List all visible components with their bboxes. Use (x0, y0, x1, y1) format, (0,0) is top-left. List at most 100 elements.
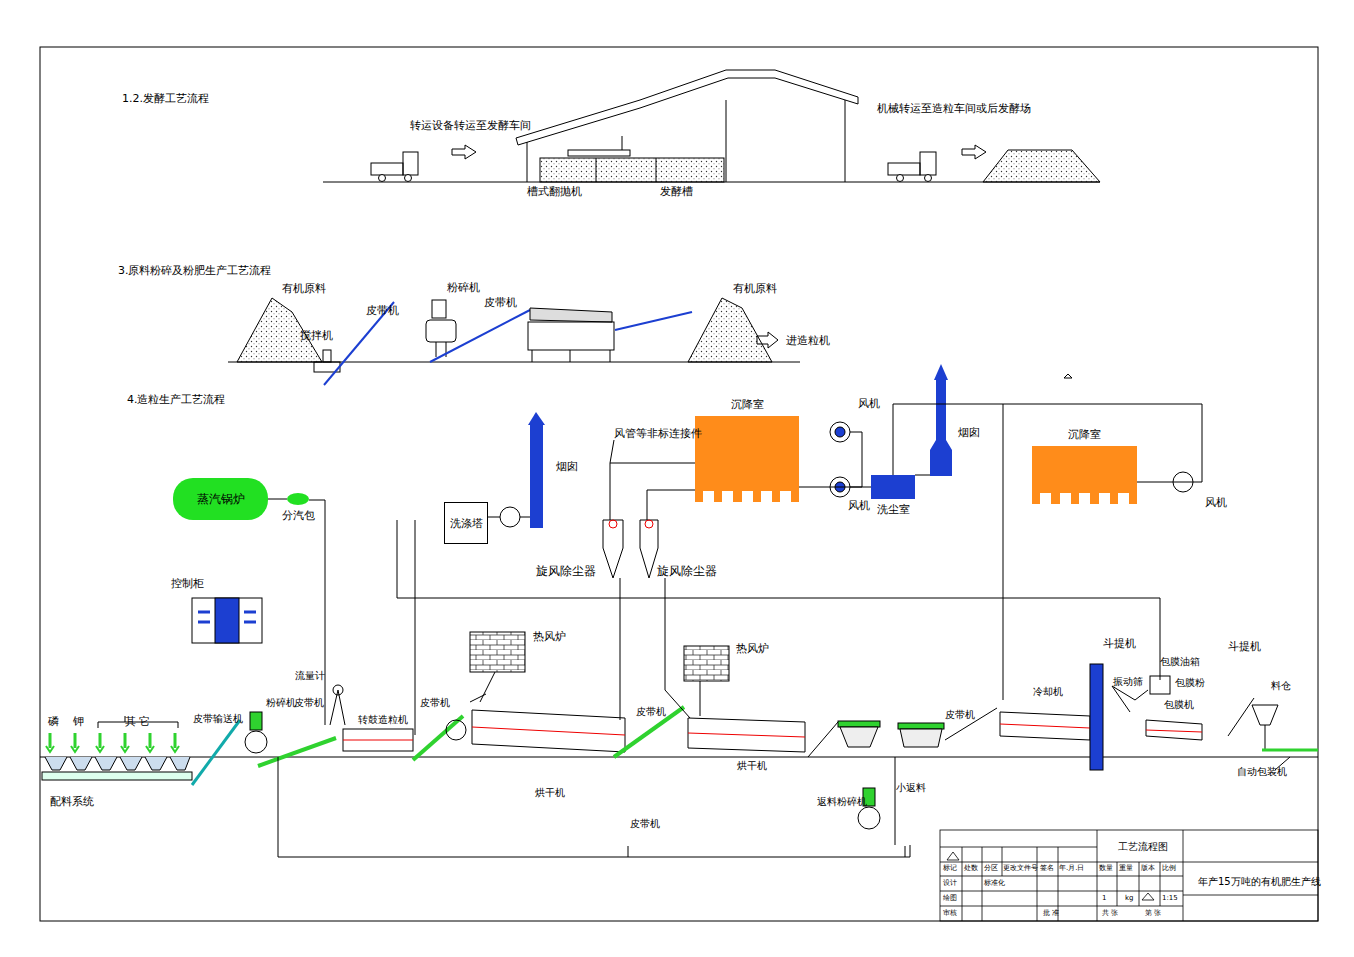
granulation-line (245, 731, 267, 753)
granulation-line (1228, 698, 1254, 736)
part-label: 进造粒机 (786, 335, 830, 347)
granulation-line (1000, 724, 1090, 728)
ducts (603, 520, 658, 578)
title-block (940, 862, 1183, 863)
crushing-section (570, 350, 571, 362)
ducts (1064, 374, 1072, 378)
node-text: 沉降室 (1068, 427, 1101, 442)
part-label: 工艺流程图 (1118, 841, 1168, 852)
fermentation-section (845, 100, 846, 182)
granulation-line (45, 757, 190, 770)
part-label: 有机原料 (733, 283, 777, 295)
granulation-line (40, 757, 1318, 758)
granulation-line (40, 500, 1318, 857)
steam-header: 分汽包 (287, 493, 309, 505)
ducts (415, 517, 500, 735)
ducts (610, 463, 695, 520)
ducts (830, 422, 850, 442)
ducts (198, 612, 256, 622)
granulation-line (192, 720, 240, 785)
part-label: 1 (1102, 895, 1106, 903)
granulation-line (1000, 712, 1090, 740)
part-label: 标准化 (984, 880, 1005, 888)
part-label: 第 张 (1145, 910, 1161, 918)
part-label: 钾 (73, 716, 84, 728)
granulation-line (614, 707, 684, 757)
part-label: 流量计 (295, 670, 325, 681)
crushing-section (426, 320, 456, 342)
crushing-section (615, 312, 692, 330)
part-label: 控制柜 (171, 578, 204, 590)
granulation-line (343, 729, 413, 751)
crushing-section (323, 350, 331, 362)
granulation-line (840, 727, 878, 747)
ducts (915, 475, 930, 476)
ducts (620, 578, 690, 720)
part-label: 风机 (848, 500, 870, 512)
part-label: 绘图 (943, 895, 957, 903)
part-label: 斗提机 (1103, 638, 1136, 650)
crushing-section (757, 332, 778, 348)
ducts (530, 425, 543, 528)
part-label: 烘干机 (535, 787, 565, 798)
fermentation-section (726, 100, 727, 182)
crushing-section (228, 298, 800, 385)
boiler-box: 蒸汽锅炉 (173, 478, 268, 520)
part-label: 烟囱 (556, 461, 578, 473)
ducts (645, 520, 653, 528)
outlet-square (1079, 493, 1090, 504)
ducts (609, 520, 617, 528)
ducts (1003, 404, 1004, 700)
title-block (940, 847, 1097, 848)
part-label: 自动包装机 (1237, 766, 1287, 777)
part-label: 1.2.发酵工艺流程 (122, 93, 209, 105)
fermentation-section (897, 175, 904, 182)
outlet-square (761, 491, 772, 502)
part-label: 1:15 (1162, 895, 1178, 903)
crushing-section (432, 300, 446, 318)
node-text: 洗涤塔 (450, 516, 483, 531)
part-label: 分区 (984, 865, 998, 873)
part-label: 小返料 (896, 782, 926, 793)
part-label: 重量 (1119, 865, 1133, 873)
part-label: 粉碎机 (447, 282, 480, 294)
part-label: 风机 (858, 398, 880, 410)
node-text: 沉降室 (731, 397, 764, 412)
node-text: 洗尘室 (877, 502, 910, 517)
part-label: 冷却机 (1033, 686, 1063, 697)
granulation-line (700, 681, 701, 716)
fermentation-section (983, 150, 1100, 182)
ducts (1173, 472, 1193, 492)
ducts (215, 598, 239, 643)
ducts (835, 427, 845, 437)
title-block (1117, 862, 1118, 906)
part-label: 年.月.日 (1059, 865, 1084, 873)
outlet-square (1060, 493, 1071, 504)
title-block (982, 847, 983, 921)
frame (40, 47, 1318, 921)
part-label: 版本 (1141, 865, 1155, 873)
ducts (934, 364, 948, 380)
granulation-line (472, 727, 625, 735)
title-block (1183, 895, 1318, 896)
title-block (1097, 830, 1098, 921)
pipe-connector (268, 499, 287, 500)
crushing-section (528, 322, 614, 350)
granulation-line (258, 738, 336, 766)
part-label: 皮带输送机 (193, 713, 243, 724)
outlet-square (1040, 493, 1051, 504)
granulation-line (628, 846, 629, 857)
fermentation-section (540, 158, 724, 182)
part-label: 包膜油箱 (1160, 656, 1200, 667)
title-block (940, 906, 1183, 907)
part-label: 皮带机 (420, 697, 450, 708)
outlet-square (780, 491, 791, 502)
granulation-line (1262, 749, 1318, 752)
granulation-line (446, 720, 466, 740)
fermentation-section (452, 145, 476, 159)
part-label: 皮带机 (294, 697, 324, 708)
title-block (1002, 847, 1003, 876)
ducts (397, 520, 1160, 680)
ducts (528, 412, 545, 425)
